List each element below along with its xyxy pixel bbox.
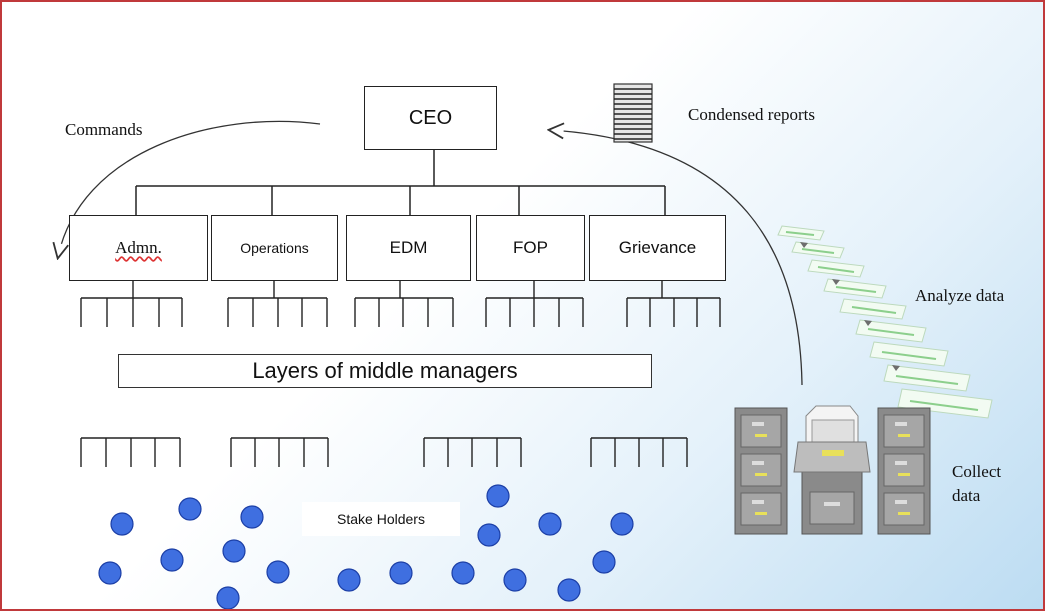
dept-label-admn: Admn. (115, 238, 162, 257)
stakeholder-dot (503, 568, 527, 592)
collect-data-line2: data (952, 486, 981, 505)
dept-label-fop: FOP (513, 238, 548, 257)
stakeholder-dot (222, 539, 246, 563)
condensed-reports-icon (613, 83, 653, 143)
stakeholder-dot (592, 550, 616, 574)
collect-data-label: Collect data (952, 460, 1001, 508)
stakeholder-dot (610, 512, 634, 536)
dept-box-admn: Admn. (69, 215, 208, 281)
dept-label-operations: Operations (240, 240, 309, 256)
stakeholder-dots (98, 484, 634, 609)
stakeholder-dot (538, 512, 562, 536)
stakeholder-dot (477, 523, 501, 547)
upper-manager-rakes (80, 280, 721, 327)
middle-managers-bar: Layers of middle managers (118, 354, 652, 388)
ceo-label: CEO (408, 106, 453, 129)
stakeholder-dot (337, 568, 361, 592)
analyze-data-label: Analyze data (915, 286, 1005, 305)
commands-label: Commands (65, 120, 143, 139)
condensed-reports-label: Condensed reports (688, 105, 816, 124)
stakeholder-dot (389, 561, 413, 585)
dept-box-grievance: Grievance (589, 215, 726, 281)
dept-box-fop: FOP (476, 215, 585, 281)
middle-managers-label: Layers of middle managers (252, 358, 518, 383)
stakeholder-dot (178, 497, 202, 521)
filing-cabinet-left (734, 407, 788, 535)
stakeholder-dot (451, 561, 475, 585)
stakeholder-dot (486, 484, 510, 508)
stakeholder-dot (240, 505, 264, 529)
ceo-box: CEO (364, 86, 497, 150)
stakeholder-dot (98, 561, 122, 585)
dept-box-edm: EDM (346, 215, 471, 281)
dept-label-edm: EDM (389, 238, 428, 257)
stakeholder-dot (557, 578, 581, 602)
stakeholders-label-box: Stake Holders (302, 502, 460, 536)
stakeholder-dot (160, 548, 184, 572)
stakeholder-dot (216, 586, 240, 609)
stakeholder-dot (110, 512, 134, 536)
collect-data-line1: Collect (952, 462, 1002, 481)
analyze-data-sheets (777, 225, 993, 419)
dept-label-grievance: Grievance (618, 238, 697, 257)
dept-box-operations: Operations (211, 215, 338, 281)
filing-cabinet-center (793, 405, 871, 535)
org-tree-lines (135, 149, 666, 215)
stakeholders-label: Stake Holders (337, 511, 425, 527)
lower-manager-rakes (80, 437, 688, 467)
filing-cabinet-right (877, 407, 931, 535)
stakeholder-dot (266, 560, 290, 584)
